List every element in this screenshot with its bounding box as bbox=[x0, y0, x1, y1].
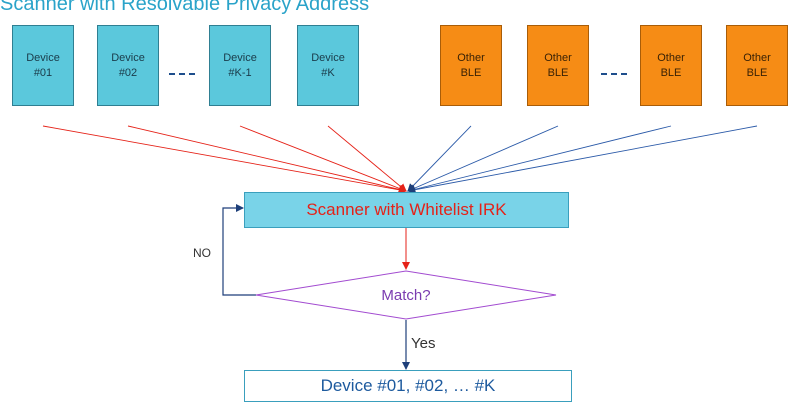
other-ble-2-connector bbox=[407, 125, 559, 192]
device-01-connector bbox=[42, 125, 407, 194]
result-label: Device #01, #02, … #K bbox=[320, 376, 496, 395]
no-label: NO bbox=[193, 246, 211, 260]
other-ble-4-connector bbox=[407, 125, 758, 194]
other-ble-box-3: Other BLE bbox=[640, 25, 702, 106]
device-box-k: Device #K bbox=[297, 25, 359, 106]
other-ble-box-1: Other BLE bbox=[440, 25, 502, 106]
other-ble-3-connector bbox=[407, 125, 672, 194]
device-ellipsis-dash bbox=[169, 73, 195, 75]
device-label: Device #02 bbox=[111, 51, 145, 79]
result-box: Device #01, #02, … #K bbox=[244, 370, 572, 402]
scanner-box: Scanner with Whitelist IRK bbox=[244, 192, 569, 228]
device-k-connector bbox=[327, 125, 407, 192]
other-ble-connector-lines bbox=[407, 125, 758, 194]
device-label: Device #01 bbox=[26, 51, 60, 79]
device-box-02: Device #02 bbox=[97, 25, 159, 106]
page-title: Scanner with Resolvable Privacy Address bbox=[0, 0, 370, 15]
device-k-1-connector bbox=[239, 125, 407, 193]
other-ble-ellipsis-dash bbox=[601, 73, 627, 75]
device-box-01: Device #01 bbox=[12, 25, 74, 106]
device-label: Device #K bbox=[311, 51, 345, 79]
yes-label: Yes bbox=[411, 335, 436, 352]
other-ble-label: Other BLE bbox=[544, 51, 572, 79]
other-ble-box-2: Other BLE bbox=[527, 25, 589, 106]
device-box-k-1: Device #K-1 bbox=[209, 25, 271, 106]
device-connector-lines bbox=[42, 125, 407, 194]
match-decision-diamond bbox=[255, 270, 557, 320]
scanner-label: Scanner with Whitelist IRK bbox=[306, 200, 507, 219]
device-02-connector bbox=[127, 125, 407, 194]
no-loop-arrow bbox=[222, 204, 256, 296]
other-ble-1-connector bbox=[407, 125, 472, 192]
device-label: Device #K-1 bbox=[223, 51, 257, 79]
decision-label: Match? bbox=[381, 286, 431, 304]
other-ble-label: Other BLE bbox=[457, 51, 485, 79]
other-ble-label: Other BLE bbox=[657, 51, 685, 79]
other-ble-box-4: Other BLE bbox=[726, 25, 788, 106]
other-ble-label: Other BLE bbox=[743, 51, 771, 79]
